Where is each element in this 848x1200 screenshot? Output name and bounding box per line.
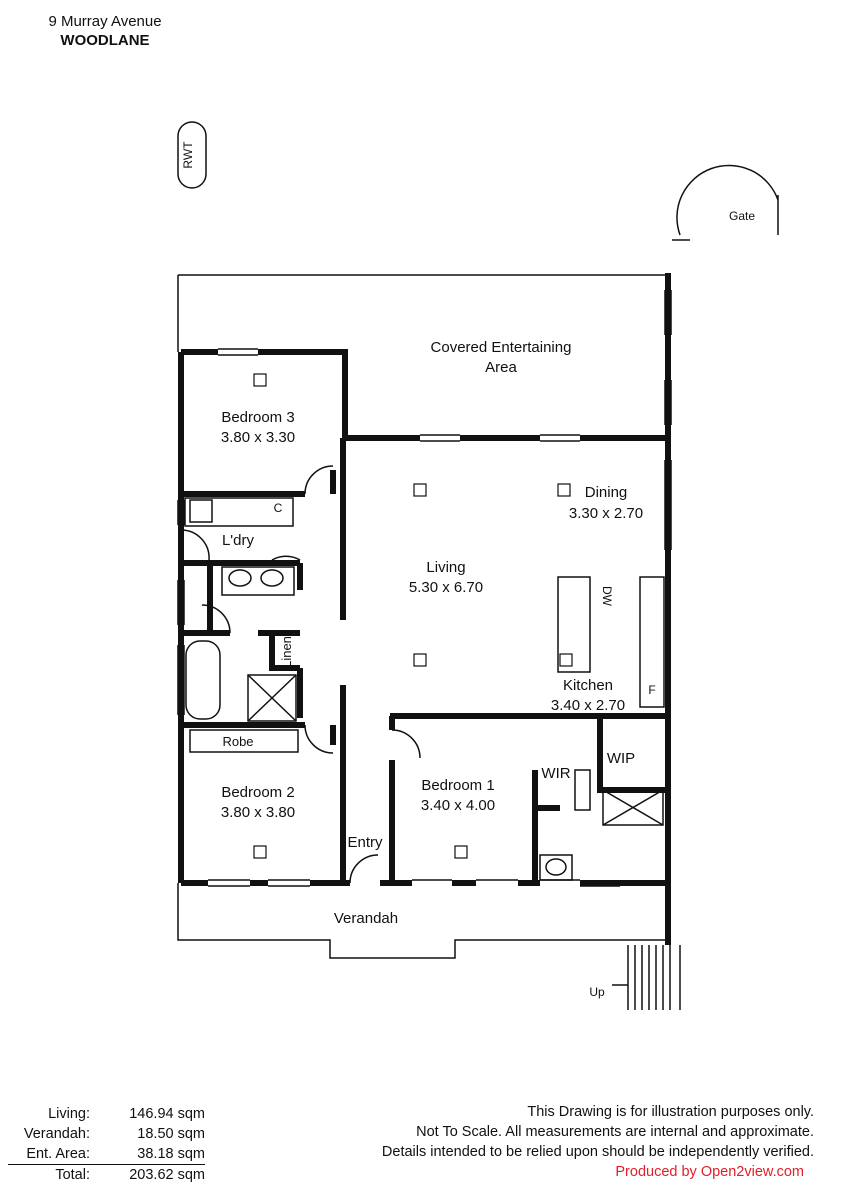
living-dim: 5.30 x 6.70 <box>409 579 483 596</box>
disclaimer-line: Details intended to be relied upon shoul… <box>381 1144 814 1160</box>
bedroom3-dim: 3.80 x 3.30 <box>221 429 295 446</box>
robe-label: Robe <box>222 734 253 749</box>
cupboard-label: C <box>274 501 283 515</box>
linen-label: Linen <box>279 636 294 668</box>
disclaimer-line: This Drawing is for illustration purpose… <box>527 1104 814 1120</box>
kitchen-dim: 3.40 x 2.70 <box>551 697 625 714</box>
disclaimer: This Drawing is for illustration purpose… <box>382 1102 814 1182</box>
wip-label: WIP <box>607 750 635 767</box>
area-row-verandah: Verandah: 18.50 sqm <box>8 1124 205 1144</box>
dishwasher-label: DW <box>600 586 614 607</box>
area-label: Total: <box>55 1167 90 1183</box>
rainwater-tank <box>177 121 207 189</box>
gate-label: Gate <box>729 209 755 223</box>
covered-label: Covered Entertaining <box>431 339 572 356</box>
bedroom1-label: Bedroom 1 <box>421 777 494 794</box>
bedroom2-label: Bedroom 2 <box>221 784 294 801</box>
area-row-total: Total: 203.62 sqm <box>8 1165 205 1185</box>
bedroom1-dim: 3.40 x 4.00 <box>421 797 495 814</box>
bedroom3-label: Bedroom 3 <box>221 409 294 426</box>
dining-label: Dining <box>585 484 628 501</box>
address: 9 Murray Avenue <box>48 13 162 30</box>
laundry-label: L'dry <box>222 532 255 549</box>
rwt-label: RWT <box>181 141 195 169</box>
area-summary: Living: 146.94 sqm Verandah: 18.50 sqm Ent… <box>8 1104 205 1185</box>
area-value: 38.18 sqm <box>137 1146 205 1162</box>
entry-label: Entry <box>347 834 383 851</box>
credit-link[interactable]: Produced by Open2view.com <box>615 1164 804 1180</box>
wir-label: WIR <box>541 765 570 782</box>
area-row-living: Living: 146.94 sqm <box>8 1104 205 1124</box>
covered-label-2: Area <box>485 359 517 376</box>
area-label: Living: <box>48 1106 90 1122</box>
area-label: Ent. Area: <box>26 1146 90 1162</box>
living-label: Living <box>426 559 465 576</box>
fridge-label: F <box>648 683 655 697</box>
up-label: Up <box>589 985 605 999</box>
disclaimer-line: Not To Scale. All measurements are inter… <box>416 1124 814 1140</box>
suburb: WOODLANE <box>60 32 150 49</box>
walls <box>178 273 671 945</box>
property-header: 9 Murray Avenue WOODLANE <box>0 12 210 50</box>
area-value: 146.94 sqm <box>129 1106 205 1122</box>
area-row-ent: Ent. Area: 38.18 sqm <box>8 1144 205 1165</box>
kitchen-label: Kitchen <box>563 677 613 694</box>
dining-dim: 3.30 x 2.70 <box>569 505 643 522</box>
area-label: Verandah: <box>23 1126 90 1142</box>
area-value: 18.50 sqm <box>137 1126 205 1142</box>
area-value: 203.62 sqm <box>129 1167 205 1183</box>
bedroom2-dim: 3.80 x 3.80 <box>221 804 295 821</box>
verandah-label: Verandah <box>334 910 398 927</box>
